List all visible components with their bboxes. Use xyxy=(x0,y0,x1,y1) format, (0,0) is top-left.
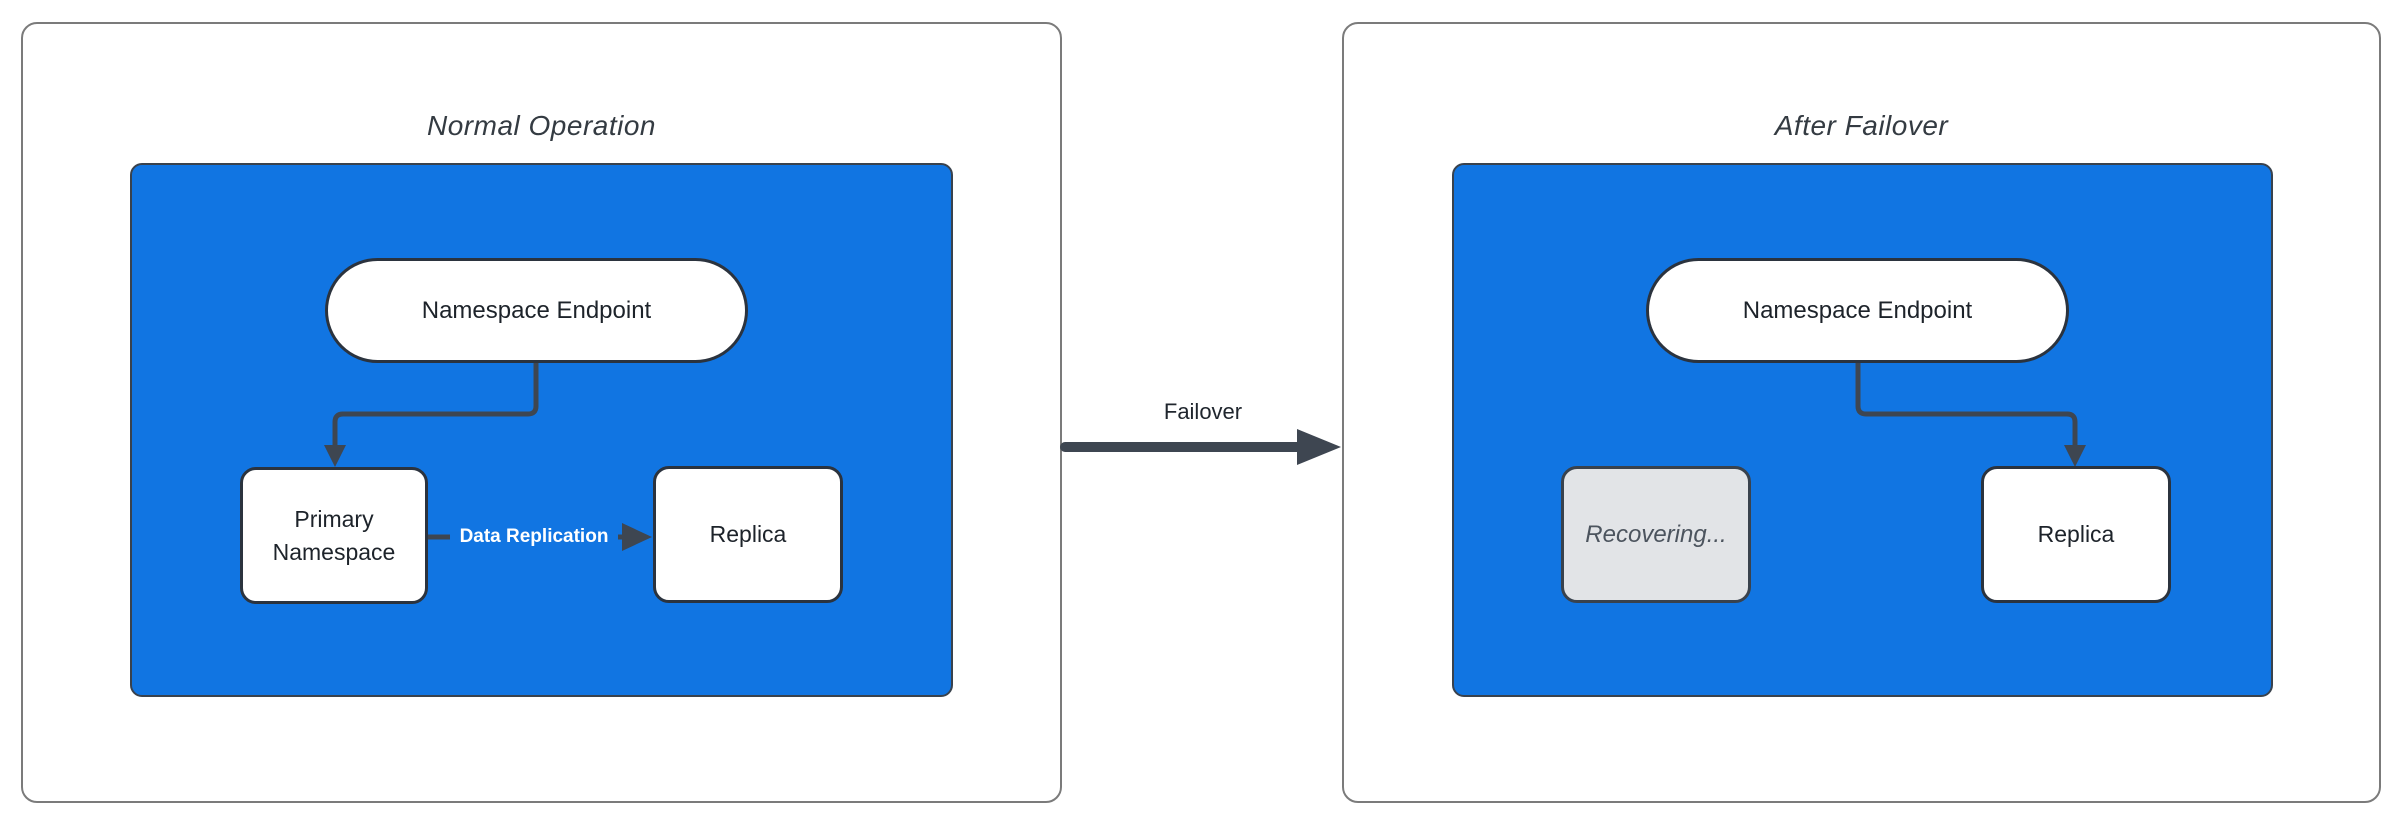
node-primary-namespace: Primary Namespace xyxy=(240,467,428,604)
node-recovering: Recovering... xyxy=(1561,466,1751,603)
panel-title-after-failover: After Failover xyxy=(1774,110,1949,141)
namespace-boundary-failover xyxy=(1452,163,2273,697)
edge-label-data-replication: Data Replication xyxy=(450,521,618,553)
node-replica-normal: Replica xyxy=(653,466,843,603)
arrowhead-failover-icon xyxy=(1297,429,1341,465)
node-namespace-endpoint-normal: Namespace Endpoint xyxy=(325,258,748,363)
panel-title-normal-operation: Normal Operation xyxy=(427,110,656,141)
node-namespace-endpoint-failover: Namespace Endpoint xyxy=(1646,258,2069,363)
node-replica-failover: Replica xyxy=(1981,466,2171,603)
namespace-boundary-normal xyxy=(130,163,953,697)
edge-label-failover: Failover xyxy=(1163,399,1243,424)
